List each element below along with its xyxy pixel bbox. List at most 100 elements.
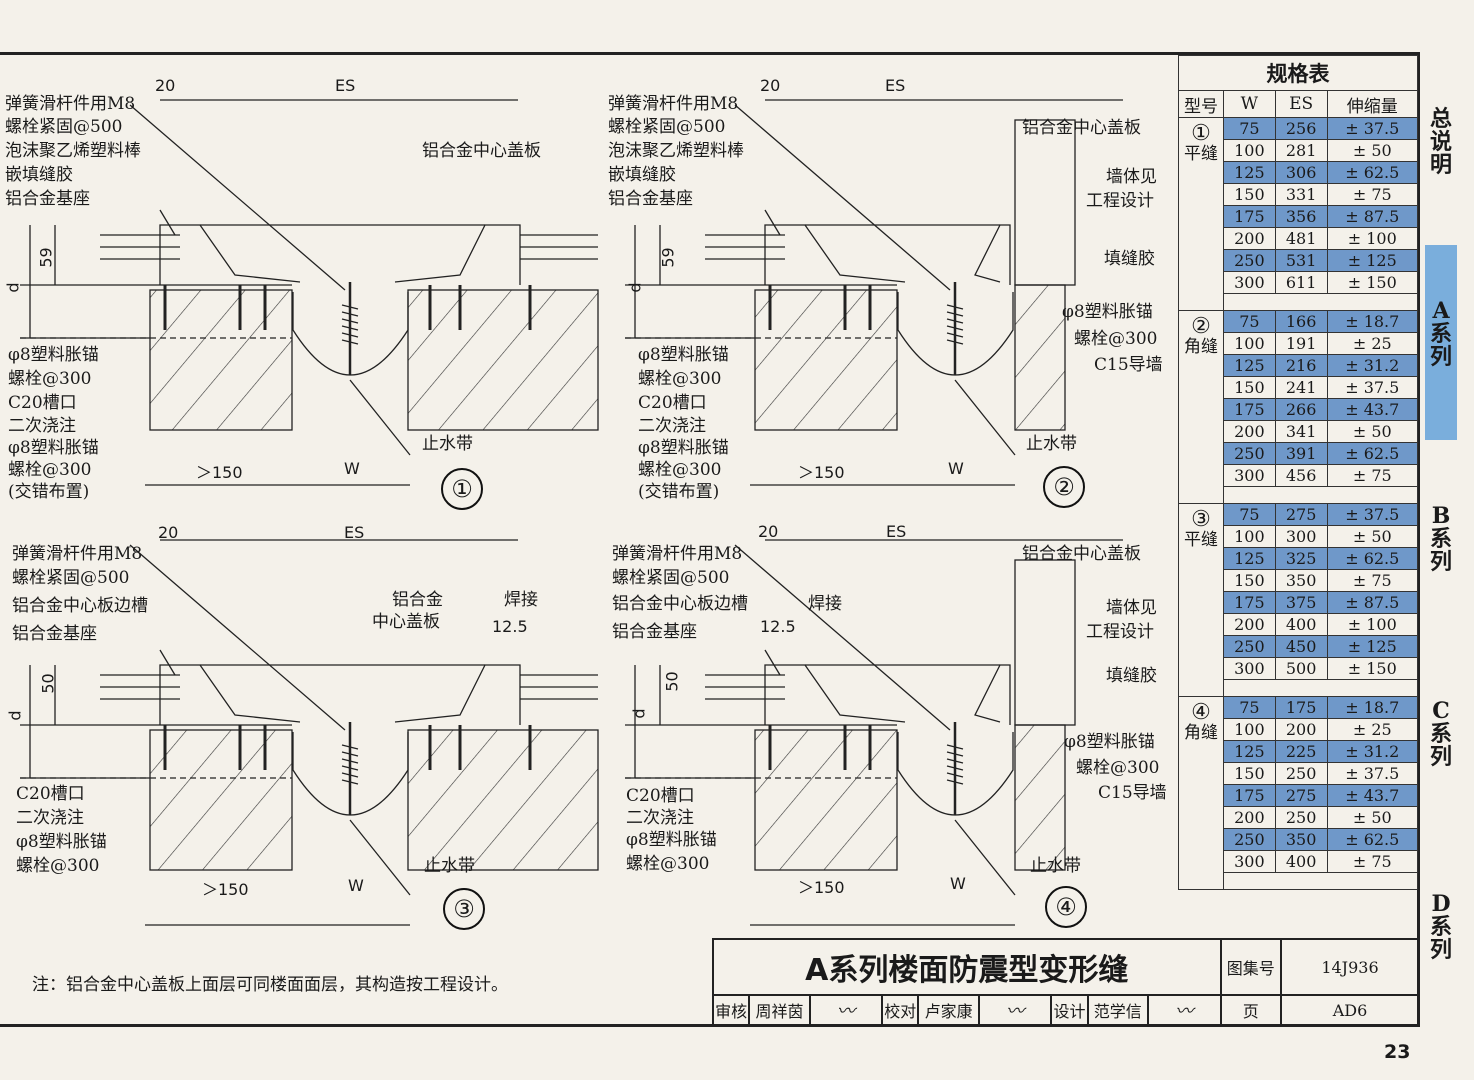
label: 螺栓紧固@500 — [12, 568, 130, 588]
spec-cell: 125 — [1223, 547, 1276, 570]
spec-cell: 266 — [1274, 398, 1328, 421]
side-tab-0[interactable]: 总 说 明 — [1429, 106, 1452, 178]
spec-cell: ± 62.5 — [1326, 161, 1419, 184]
spring-coil — [946, 758, 964, 764]
label: φ8塑料胀锚 — [16, 832, 107, 852]
spec-cell: 200 — [1274, 718, 1328, 741]
dim: ES — [335, 76, 356, 95]
spring-coil — [946, 339, 964, 345]
leader — [764, 649, 781, 676]
label: (交错布置) — [8, 482, 90, 502]
spec-cell: 175 — [1223, 205, 1276, 228]
spec-cell: ± 50 — [1326, 525, 1419, 548]
label: C20槽口 — [16, 784, 85, 804]
label: 螺栓紧固@500 — [612, 568, 730, 588]
label: φ8塑料胀锚 — [8, 438, 99, 458]
spec-cell: 300 — [1223, 850, 1276, 873]
spec-cell: 331 — [1274, 183, 1328, 206]
reviewer-name: 周祥茵 — [748, 994, 811, 1026]
spring-coil — [341, 339, 359, 345]
spec-cell: ± 87.5 — [1326, 591, 1419, 614]
side-tab-1[interactable]: A 系 列 — [1425, 245, 1457, 440]
type-name: 角缝 — [1184, 723, 1218, 743]
page-code: AD6 — [1279, 994, 1421, 1026]
check-label: 校对 — [881, 994, 920, 1026]
spec-cell: ± 18.7 — [1326, 310, 1419, 333]
concrete-left — [149, 729, 293, 871]
spring-coil — [341, 325, 359, 331]
checker-name: 卢家康 — [917, 994, 980, 1026]
spec-cell: 325 — [1274, 547, 1328, 570]
spring-coil — [341, 772, 359, 778]
label: 中心盖板 — [372, 612, 440, 632]
label: C20槽口 — [638, 393, 707, 413]
spec-cell: 216 — [1274, 354, 1328, 377]
title-block: A系列楼面防震型变形缝 图集号 14J936 审核 周祥茵 〰 校对 卢家康 〰… — [711, 938, 1421, 1026]
spec-cell: ± 75 — [1326, 569, 1419, 592]
spec-cell: ± 75 — [1326, 183, 1419, 206]
side-tab-4[interactable]: D 系 列 — [1429, 891, 1452, 963]
spec-cell: 350 — [1274, 828, 1328, 851]
spring-coil — [341, 304, 359, 310]
spec-cell: ± 25 — [1326, 718, 1419, 741]
spec-cell: 150 — [1223, 183, 1276, 206]
spec-cell: 481 — [1274, 227, 1328, 250]
signature-scribble: 〰 — [1175, 1001, 1194, 1022]
concrete-right — [407, 729, 599, 871]
label: 螺栓@300 — [8, 369, 92, 389]
side-tab-2[interactable]: B 系 列 — [1429, 503, 1452, 575]
spring-coil — [946, 325, 964, 331]
spec-cell: ± 43.7 — [1326, 784, 1419, 807]
label: 铝合金基座 — [12, 624, 97, 644]
label: 铝合金中心盖板 — [422, 141, 541, 161]
label: 嵌填缝胶 — [5, 165, 73, 185]
spec-cell: ± 87.5 — [1326, 205, 1419, 228]
label: φ8塑料胀锚 — [638, 438, 729, 458]
spec-cell: 200 — [1223, 227, 1276, 250]
spec-cell: 531 — [1274, 249, 1328, 272]
spec-cell: ± 125 — [1326, 249, 1419, 272]
spec-cell: 375 — [1274, 591, 1328, 614]
label: 螺栓@300 — [8, 460, 92, 480]
spec-cell: ± 62.5 — [1326, 442, 1419, 465]
type-number: ④ — [1191, 700, 1211, 725]
label: 止水带 — [1030, 856, 1081, 876]
spring-coil — [341, 779, 359, 785]
spec-cell: ± 75 — [1326, 850, 1419, 873]
spec-cell: ± 150 — [1326, 271, 1419, 294]
side-tab-3[interactable]: C 系 列 — [1429, 698, 1452, 770]
spec-cell: 100 — [1223, 332, 1276, 355]
detail-number: ① — [441, 468, 483, 510]
spec-cell: 300 — [1223, 271, 1276, 294]
dim: W — [948, 459, 964, 478]
spring-coil — [341, 318, 359, 324]
label: 二次浇注 — [8, 416, 76, 436]
spec-cell: ± 37.5 — [1326, 117, 1419, 140]
spec-cell: ± 18.7 — [1326, 696, 1419, 719]
wall — [1014, 559, 1076, 726]
concrete-left — [754, 289, 898, 431]
review-label: 审核 — [711, 994, 751, 1026]
concrete-left — [149, 289, 293, 431]
dim: 12.5 — [492, 617, 528, 636]
header-cell: 伸缩量 — [1326, 90, 1419, 118]
leader — [764, 209, 781, 236]
spec-cell: 75 — [1223, 696, 1276, 719]
label: 铝合金 — [392, 590, 443, 610]
footnote: 注：铝合金中心盖板上面层可同楼面面层，其构造按工程设计。 — [32, 975, 508, 995]
spec-cell: 250 — [1223, 442, 1276, 465]
spec-cell: 75 — [1223, 503, 1276, 526]
